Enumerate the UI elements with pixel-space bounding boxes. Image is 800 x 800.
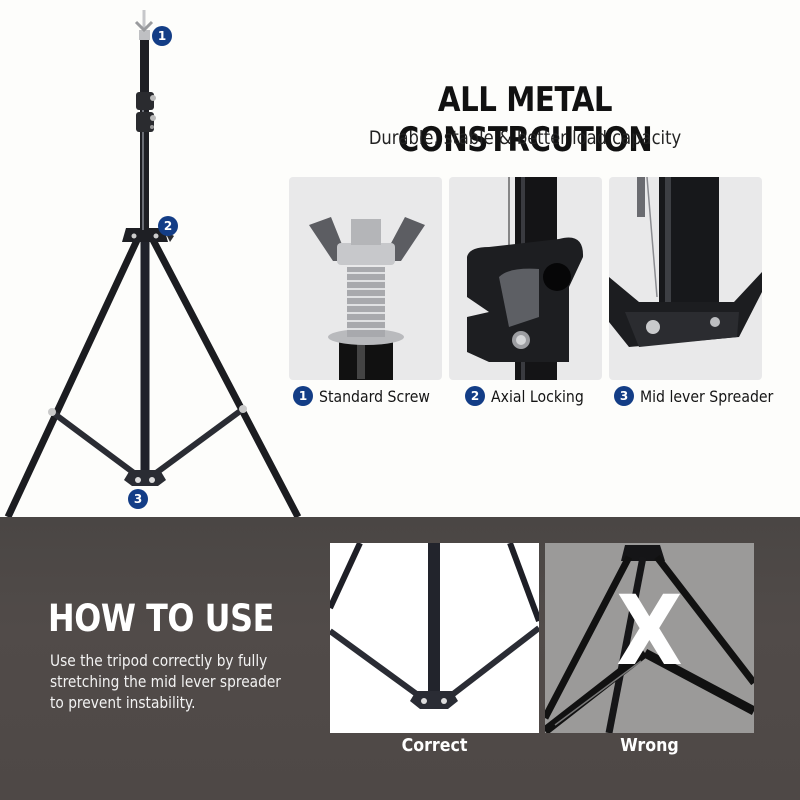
mid-lever-spreader-photo [609, 177, 762, 380]
number-badge: 1 [293, 386, 313, 406]
how-to-use-description: Use the tripod correctly by fully stretc… [50, 650, 308, 713]
feature-standard-screw: 1 Standard Screw [293, 386, 445, 406]
axial-locking-photo [449, 177, 602, 380]
feature-mid-lever-spreader: 3 Mid lever Spreader [614, 386, 792, 406]
description-line: stretching the mid lever spreader [50, 672, 281, 691]
description-line: Use the tripod correctly by fully [50, 651, 268, 670]
correct-label: Correct [401, 735, 468, 756]
standard-screw-photo [289, 177, 442, 380]
feature-axial-locking: 2 Axial Locking [465, 386, 596, 406]
correct-usage-image [330, 543, 539, 733]
number-badge: 3 [614, 386, 634, 406]
callout-badge-1: 1 [152, 26, 172, 46]
feature-label: Axial Locking [491, 386, 584, 406]
feature-label: Mid lever Spreader [640, 386, 774, 406]
feature-label: Standard Screw [319, 386, 430, 406]
section-subtitle: Durable, stable & better load capacity [368, 127, 682, 149]
description-line: to prevent instability. [50, 693, 196, 712]
wrong-usage-image: X [545, 543, 754, 733]
wrong-x-mark: X [616, 575, 683, 687]
tripod-product-image [0, 0, 310, 519]
wrong-label: Wrong [620, 735, 679, 756]
callout-badge-2: 2 [158, 216, 178, 236]
callout-badge-3: 3 [128, 489, 148, 509]
how-to-use-title: HOW TO USE [48, 597, 274, 640]
section-title: ALL METAL CONSTRCUTION [397, 80, 653, 160]
number-badge: 2 [465, 386, 485, 406]
